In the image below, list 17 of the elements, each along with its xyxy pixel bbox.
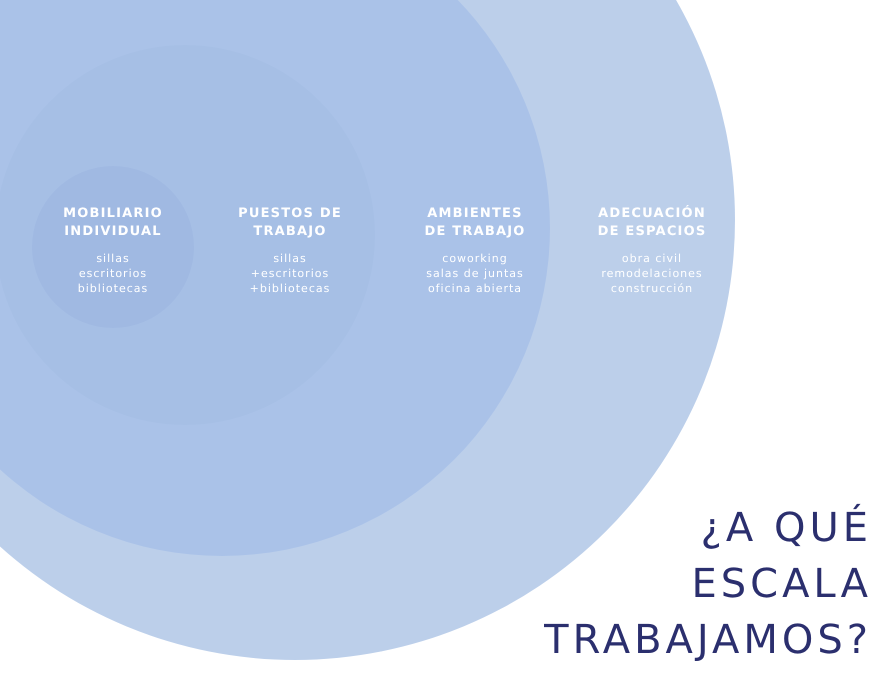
item-text: construcción	[610, 281, 694, 296]
scope-heading: MOBILIARIO INDIVIDUAL	[62, 205, 164, 241]
item-text: oficina abierta	[428, 281, 522, 296]
title: ¿A QUÉ ESCALA TRABAJAMOS?	[543, 502, 872, 665]
item-text: sillas	[96, 251, 130, 266]
item-text: bibliotecas	[78, 281, 148, 296]
item-text: obra civil	[622, 251, 682, 266]
item-text: salas de juntas	[426, 266, 524, 281]
scope-heading: ADECUACIÓN DE ESPACIOS	[596, 205, 708, 241]
item-text: remodelaciones	[601, 266, 703, 281]
item-text: sillas	[273, 251, 307, 266]
scope-heading: AMBIENTES DE TRABAJO	[424, 205, 526, 241]
scope-heading: PUESTOS DE TRABAJO	[237, 205, 343, 241]
item-text: +escritorios	[250, 266, 330, 281]
item-text: coworking	[442, 251, 508, 266]
item-text: +bibliotecas	[250, 281, 330, 296]
item-text: escritorios	[78, 266, 148, 281]
